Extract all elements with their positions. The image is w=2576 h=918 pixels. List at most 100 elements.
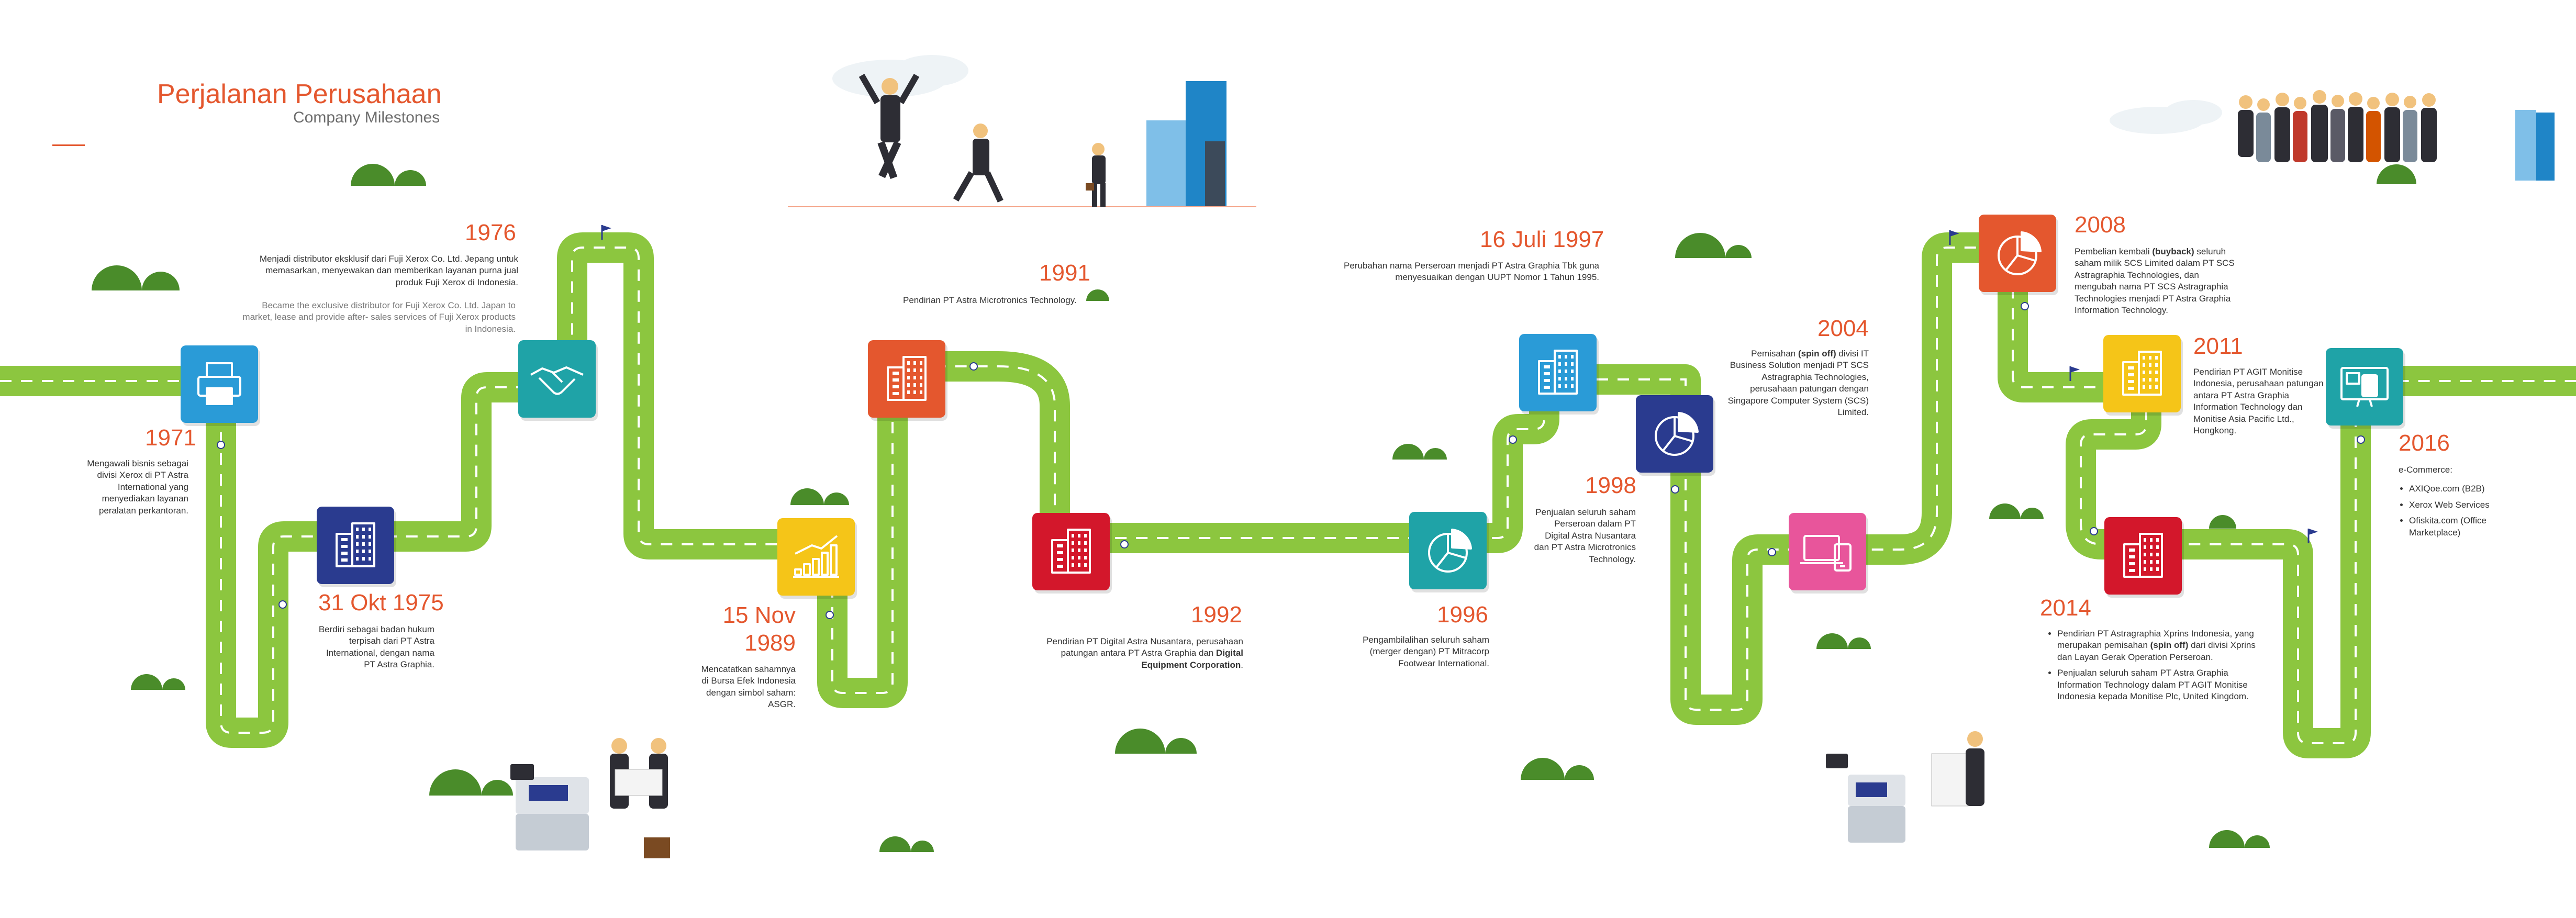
cloud: [895, 55, 968, 86]
list-item: Xerox Web Services: [2409, 499, 2519, 511]
bullet-list-2014: Pendirian PT Astragraphia Xprins Indones…: [2047, 628, 2267, 703]
businessmen-illustration: [858, 74, 2437, 207]
list-item: Pendirian PT Astragraphia Xprins Indones…: [2057, 628, 2267, 663]
description-1992-text: Pendirian PT Digital Astra Nusantara, pe…: [1046, 636, 1243, 658]
running-businessman: [953, 124, 1003, 203]
handshake-icon: [530, 366, 584, 395]
milestone-tile-2016: [2326, 348, 2405, 429]
description-2004-bold: (spin off): [1798, 349, 1836, 359]
milestone-tiles: [181, 215, 2405, 599]
bush: [92, 265, 180, 290]
ecommerce-icon: [2340, 367, 2389, 407]
flag-icon: [2307, 529, 2318, 543]
bush: [2209, 830, 2270, 848]
milestone-tile-2014: [2104, 517, 2184, 598]
milestone-tile-1991: [868, 340, 947, 421]
description-2004-text: Pemisahan: [1751, 349, 1798, 359]
bush: [790, 488, 849, 505]
milestone-tile-1992: [1032, 513, 1112, 594]
milestone-tile-1996: [1409, 512, 1489, 592]
bush: [1521, 758, 1594, 780]
devices-icon: [1800, 535, 1852, 572]
year-1991: 1991: [1039, 260, 1090, 286]
year-1989: 15 Nov 1989: [722, 602, 796, 656]
tile-background: [2104, 517, 2182, 595]
milestone-tile-2011: [2103, 335, 2183, 416]
bush: [1675, 233, 1752, 258]
description-2004-end: divisi IT Business Solution menjadi PT S…: [1727, 349, 1869, 418]
description-1971: Mengawali bisnis sebagai divisi Xerox di…: [87, 458, 188, 516]
bush: [1989, 503, 2044, 519]
description-1991: Pendirian PT Astra Microtronics Technolo…: [903, 295, 1077, 305]
bush: [2377, 164, 2416, 184]
building-icon: [336, 522, 375, 567]
year-2011: 2011: [2193, 333, 2243, 359]
description-1992-end: .: [1241, 659, 1243, 670]
milestone-tile-2004: [1789, 513, 1868, 594]
year-2014: 2014: [2040, 595, 2091, 621]
description-1975: Berdiri sebagai badan hukum terpisah dar…: [318, 624, 434, 670]
year-1992: 1992: [1191, 602, 1242, 628]
list-item: AXIQoe.com (B2B): [2409, 483, 2519, 495]
bushes: [92, 164, 2416, 852]
milestone-tile-1998: [1636, 395, 1715, 476]
description-2004: Pemisahan (spin off) divisi IT Business …: [1727, 348, 1869, 419]
bush: [879, 836, 934, 852]
tile-background: [518, 340, 596, 418]
tile-background: [777, 518, 855, 596]
description-1976: Menjadi distributor eksklusif dari Fuji …: [259, 254, 518, 287]
pie-chart-icon: [1998, 231, 2042, 275]
year-1976: 1976: [465, 220, 516, 245]
cloud: [2165, 100, 2222, 125]
clouds: [832, 55, 2222, 134]
bar-chart-icon: [793, 535, 839, 578]
description-1997: Perubahan nama Perseroan menjadi PT Astr…: [1344, 261, 1599, 283]
flag-icon: [1949, 230, 1959, 245]
bush: [1392, 444, 1447, 460]
tile-background: [868, 340, 945, 418]
description-2008: Pembelian kembali (buyback) seluruh saha…: [2075, 246, 2237, 317]
year-1975: 31 Okt 1975: [318, 590, 444, 615]
page-title: Perjalanan Perusahaan: [157, 79, 442, 109]
milestone-tile-2008: [1979, 215, 2058, 295]
pie-chart-icon: [1428, 529, 1472, 573]
description-2008-end: seluruh saham milik SCS Limited dalam PT…: [2075, 247, 2235, 316]
bullet-bold: (spin off): [2150, 640, 2189, 651]
description-2008-text: Pembelian kembali: [2075, 247, 2153, 256]
bush: [351, 164, 426, 186]
road-markers: [217, 225, 2365, 619]
description-2008-bold: (buyback): [2152, 247, 2194, 256]
milestone-tile-1975: [317, 507, 396, 587]
bush: [429, 769, 513, 796]
milestone-tile-1989: [777, 518, 857, 599]
building-icon: [1051, 529, 1091, 574]
year-1997: 16 Juli 1997: [1480, 227, 1604, 252]
list-item: Penjualan seluruh saham PT Astra Graphia…: [2057, 667, 2267, 702]
milestone-tile-1976: [518, 340, 598, 421]
description-1992: Pendirian PT Digital Astra Nusantara, pe…: [1029, 636, 1243, 671]
team-of-people: [2238, 90, 2437, 162]
title-underline: [52, 144, 85, 146]
description-1992-bold: Digital Equipment Corporation: [1141, 648, 1243, 670]
description-1976-en: Became the exclusive distributor for Fuj…: [242, 300, 516, 334]
bullet-text: Pendirian PT Astragraphia Xprins Indones…: [2057, 629, 2254, 651]
year-2016: 2016: [2399, 430, 2450, 456]
milestone-tile-1997: [1519, 334, 1599, 415]
description-1998: Penjualan seluruh saham Perseroan dalam …: [1534, 507, 1636, 564]
description-1996: Pengambilalihan seluruh saham (merger de…: [1363, 635, 1489, 668]
page-subtitle: Company Milestones: [293, 109, 440, 126]
bush: [2209, 515, 2236, 529]
bush: [1115, 729, 1197, 754]
tile-background: [2103, 335, 2181, 412]
pin-icon: [217, 302, 2365, 619]
year-2008: 2008: [2075, 212, 2126, 238]
milestone-tile-1971: [181, 345, 260, 426]
tile-background: [1789, 513, 1866, 590]
description-1989: Mencatatkan sahamnya di Bursa Efek Indon…: [701, 664, 796, 710]
building-icon: [2123, 533, 2163, 578]
year-1971: 1971: [145, 425, 196, 451]
flag-icon: [2069, 366, 2080, 381]
printer-icon: [197, 362, 241, 405]
